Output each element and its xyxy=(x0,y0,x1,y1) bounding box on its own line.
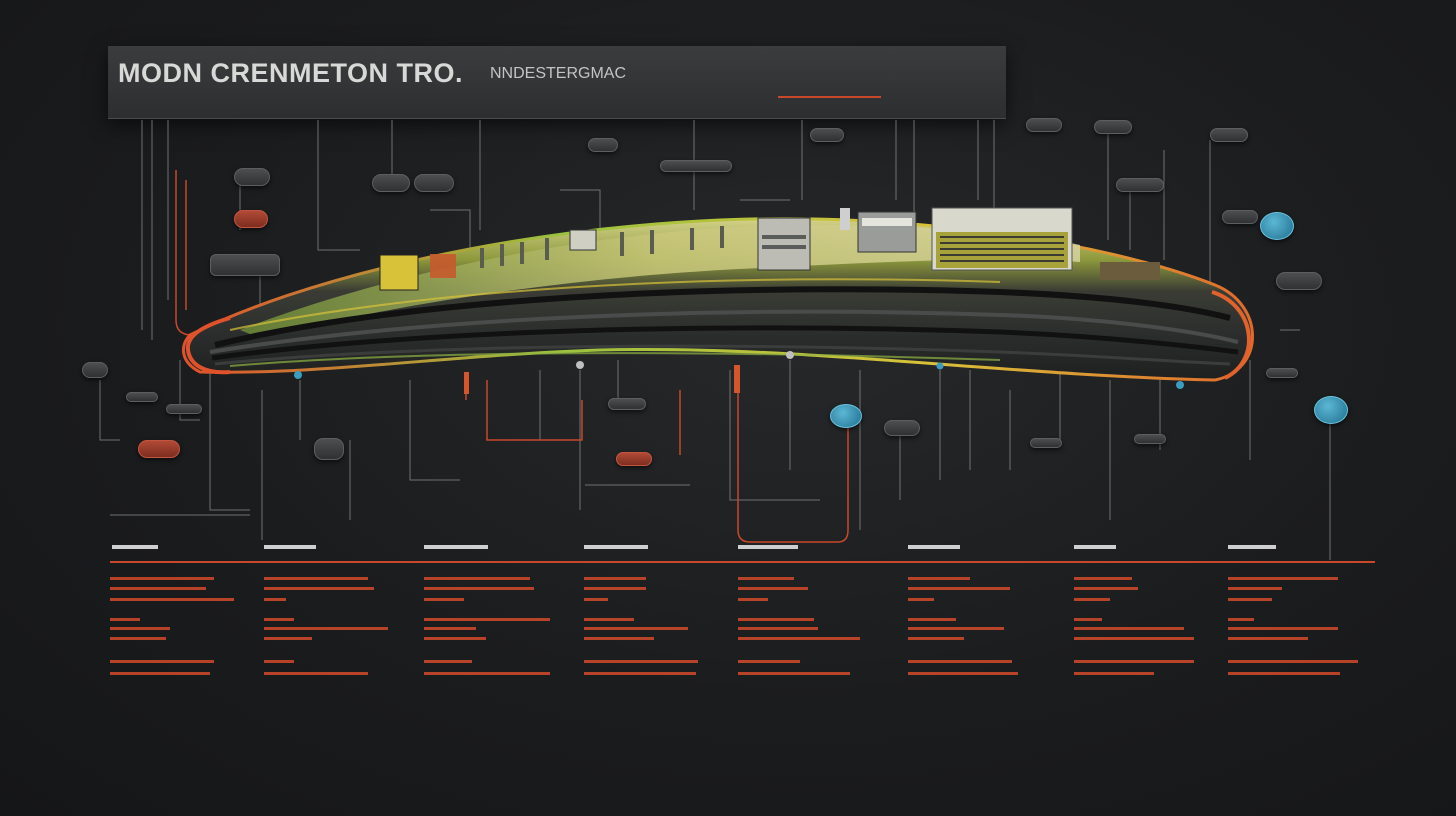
callout-bubble-icon xyxy=(884,420,920,436)
callout-bubble-icon xyxy=(1314,396,1348,424)
callout-bubble-icon xyxy=(82,362,108,378)
connector-icon xyxy=(660,160,732,172)
callout-bubble-icon xyxy=(588,138,618,152)
callout-bubble-icon xyxy=(1222,210,1258,224)
column-text-lines xyxy=(110,545,1358,675)
callout-bubble-icon xyxy=(372,174,410,192)
components xyxy=(379,207,1160,291)
callout-bubble-icon xyxy=(1260,212,1294,240)
probes xyxy=(294,351,1184,394)
connector-icon xyxy=(1030,438,1062,448)
connector-icon xyxy=(210,254,280,276)
callout-bubble-icon xyxy=(810,128,844,142)
callout-bubble-icon xyxy=(138,440,180,458)
title-accent-line xyxy=(778,96,881,98)
page-title: MODN CRENMETON TRO. xyxy=(118,58,463,88)
callout-bubble-icon xyxy=(1210,128,1248,142)
connector-icon xyxy=(616,452,652,466)
connector-icon xyxy=(126,392,158,402)
title-bar: MODN CRENMETON TRO. NNDESTERGMAC xyxy=(108,46,1006,119)
callout-bubble-icon xyxy=(830,404,862,428)
connector-icon xyxy=(166,404,202,414)
callout-bubble-icon xyxy=(1026,118,1062,132)
callout-bubble-icon xyxy=(234,168,270,186)
connector-icon xyxy=(1134,434,1166,444)
callout-bubble-icon xyxy=(414,174,454,192)
callout-bubble-icon xyxy=(1276,272,1322,290)
callout-bubble-icon xyxy=(234,210,268,228)
connector-icon xyxy=(1266,368,1298,378)
callout-bubble-icon xyxy=(314,438,344,460)
callout-bubble-icon xyxy=(1116,178,1164,192)
page-subtitle: NNDESTERGMAC xyxy=(490,65,627,82)
cable-body xyxy=(181,217,1254,382)
connector-icon xyxy=(608,398,646,410)
callout-bubble-icon xyxy=(1094,120,1132,134)
